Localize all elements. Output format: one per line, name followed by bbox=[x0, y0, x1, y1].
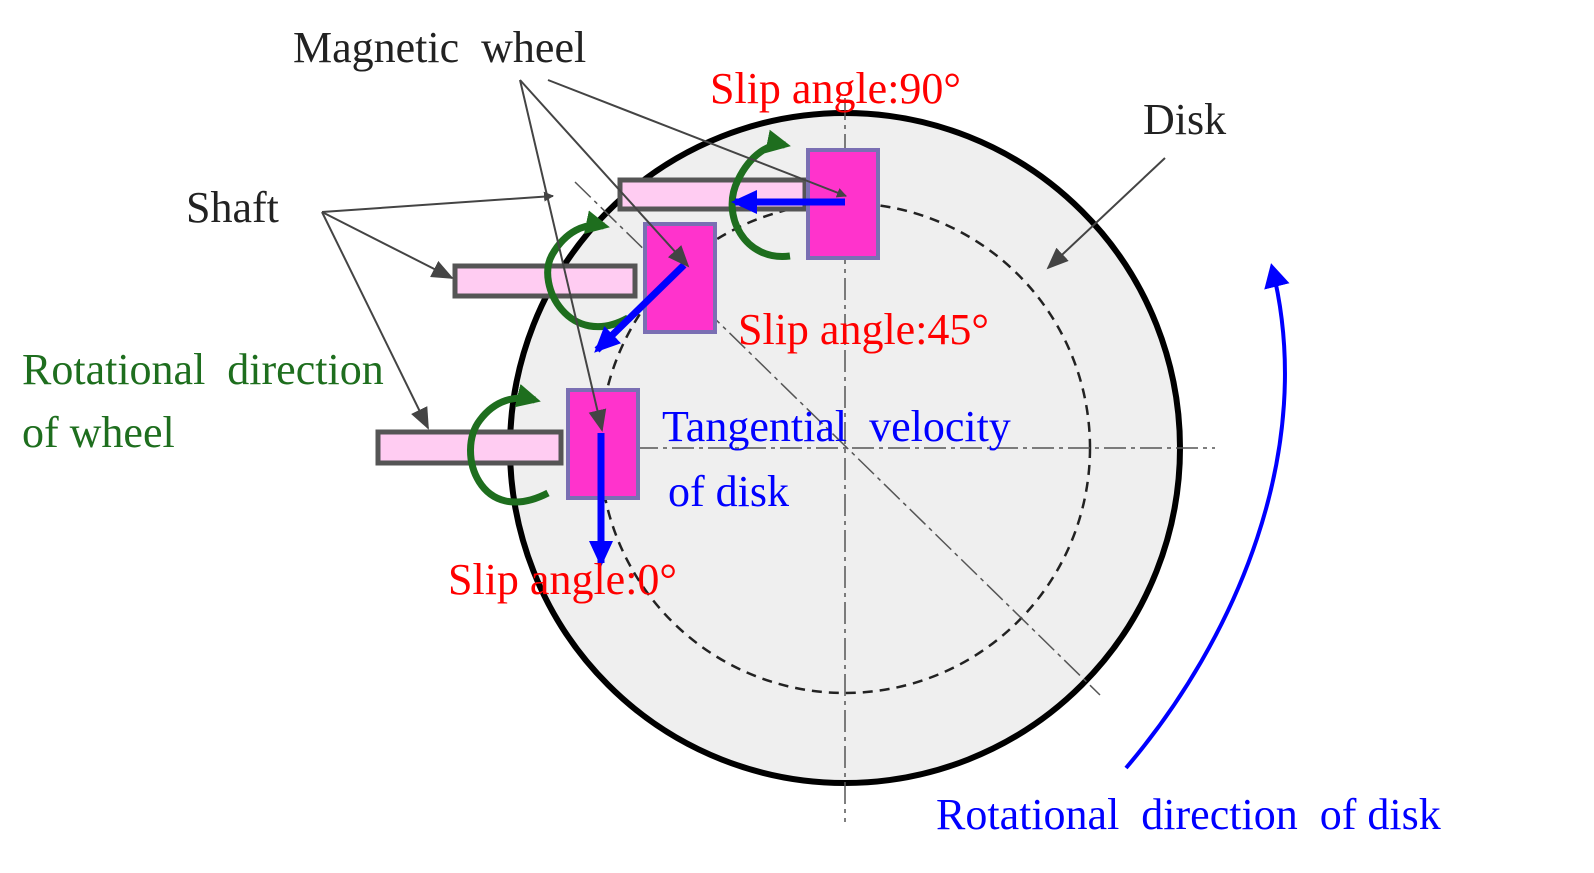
wheel-rotation-arrow-45 bbox=[544, 210, 630, 331]
label-rotational-direction-disk: Rotational direction of disk bbox=[936, 790, 1441, 839]
label-shaft: Shaft bbox=[186, 183, 279, 232]
label-tangential-velocity-line2: of disk bbox=[668, 467, 789, 516]
label-slip-angle-0: Slip angle:0° bbox=[448, 555, 677, 604]
label-tangential-velocity-line1: Tangential velocity bbox=[662, 402, 1011, 451]
label-slip-angle-45: Slip angle:45° bbox=[738, 305, 989, 354]
wheel-rotation-arrow-90 bbox=[728, 129, 791, 260]
label-rotational-direction-wheel-line2: of wheel bbox=[22, 408, 175, 457]
wheel-45 bbox=[643, 222, 717, 334]
label-magnetic-wheel: Magnetic wheel bbox=[293, 23, 586, 72]
leader-shaft-0 bbox=[321, 211, 429, 430]
leader-wheel-90 bbox=[547, 79, 847, 198]
label-disk: Disk bbox=[1143, 95, 1226, 144]
leader-disk bbox=[1046, 157, 1166, 270]
velocity-arrow-45 bbox=[594, 262, 687, 353]
leader-shaft-45 bbox=[321, 211, 454, 279]
disk-rotation-arrow bbox=[1124, 263, 1290, 770]
leader-wheel-45 bbox=[519, 79, 690, 268]
label-rotational-direction-wheel-line1: Rotational direction bbox=[22, 345, 384, 394]
leader-shaft-90 bbox=[321, 191, 554, 213]
leader-wheel-0 bbox=[519, 79, 607, 432]
label-slip-angle-90: Slip angle:90° bbox=[710, 64, 961, 113]
wheel-rotation-arrow-0 bbox=[467, 383, 550, 506]
